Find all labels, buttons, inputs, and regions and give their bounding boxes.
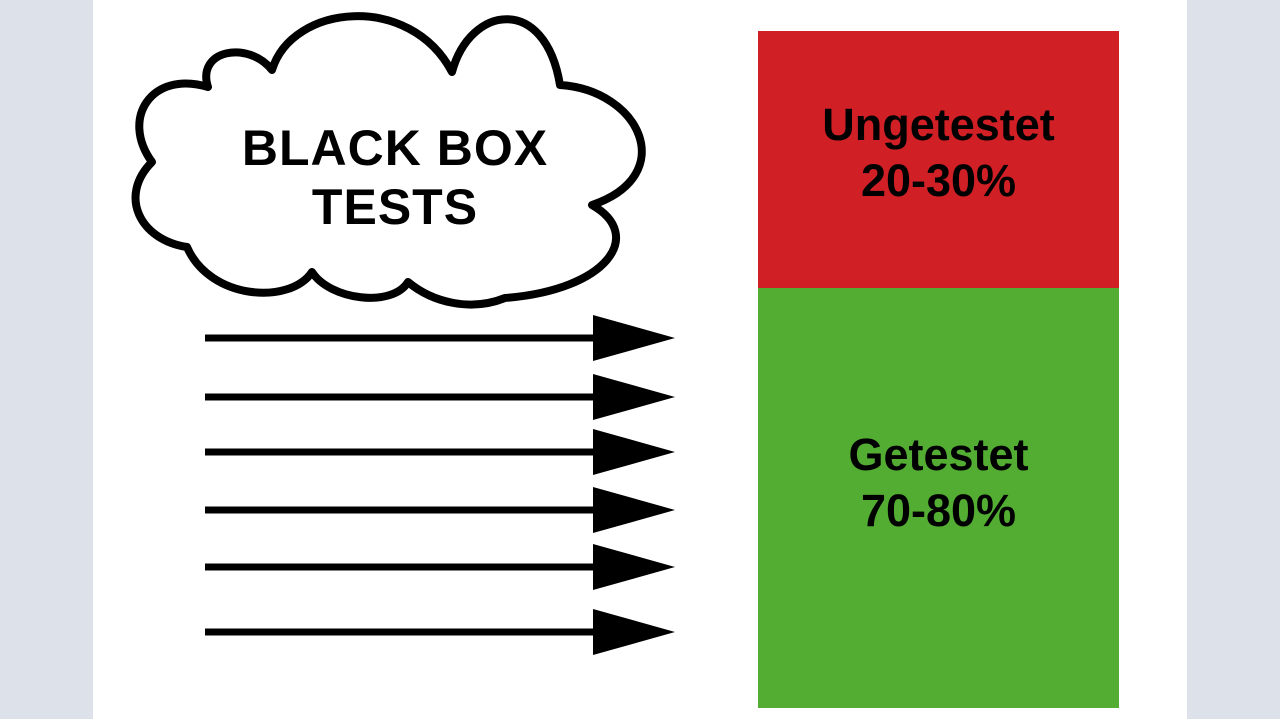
cloud-label: BLACK BOX TESTS <box>150 119 640 237</box>
arrows-group <box>205 315 675 655</box>
segment-untested-range: 20-30% <box>860 155 1017 206</box>
right-arrow-icon <box>205 429 675 475</box>
right-arrow-icon <box>205 374 675 420</box>
cloud-and-arrows-canvas <box>131 12 675 655</box>
right-arrow-icon <box>205 544 675 590</box>
right-arrow-icon <box>205 609 675 655</box>
cloud-shape <box>131 12 646 309</box>
left-margin-strip <box>0 0 93 719</box>
coverage-bar: Ungetestet 20-30% Getestet 70-80% <box>758 31 1119 708</box>
segment-untested: Ungetestet 20-30% <box>758 31 1119 288</box>
segment-tested: Getestet 70-80% <box>758 288 1119 708</box>
segment-tested-label: Getestet <box>848 429 1029 480</box>
right-margin-strip <box>1187 0 1280 719</box>
segment-untested-label: Ungetestet <box>822 99 1055 150</box>
segment-tested-range: 70-80% <box>860 485 1017 536</box>
cloud-label-line1: BLACK BOX <box>241 120 549 176</box>
right-arrow-icon <box>205 315 675 361</box>
cloud-label-line2: TESTS <box>311 179 479 235</box>
right-arrow-icon <box>205 487 675 533</box>
